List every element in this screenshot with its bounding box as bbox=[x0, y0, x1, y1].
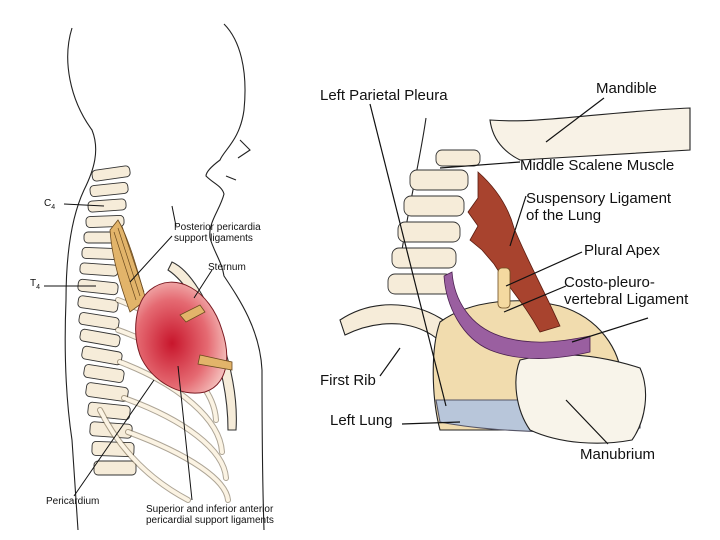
sternum-label: Sternum bbox=[208, 262, 246, 273]
plural-apex-label: Plural Apex bbox=[584, 242, 660, 259]
cervical-spine bbox=[387, 149, 481, 295]
suspensory-ligament-label: Suspensory Ligament of the Lung bbox=[526, 190, 672, 224]
first-rib-label: First Rib bbox=[320, 372, 376, 389]
manubrium-label: Manubrium bbox=[580, 446, 656, 463]
c4-label: C4 bbox=[44, 198, 56, 211]
mandible-bone bbox=[489, 107, 691, 161]
spine bbox=[77, 165, 137, 476]
t4-label: T4 bbox=[30, 278, 41, 291]
anterior-ligaments bbox=[179, 304, 233, 371]
pericardium-label: Pericardium bbox=[46, 496, 100, 507]
posterior-ligaments bbox=[109, 219, 147, 313]
body-outline bbox=[64, 23, 265, 531]
right-figure bbox=[339, 97, 691, 445]
left-parietal-pleura-label: Left Parietal Pleura bbox=[320, 87, 448, 104]
scalene-muscle bbox=[467, 171, 561, 333]
left-lung-label: Left Lung bbox=[330, 412, 393, 429]
mandible-label: Mandible bbox=[596, 80, 657, 97]
anterior-ligaments-label: Superior and inferior anterior pericardi… bbox=[146, 504, 274, 526]
costo-pleuro-vertebral-ligament bbox=[443, 271, 591, 359]
left-figure bbox=[44, 23, 265, 531]
middle-scalene-muscle-label: Middle Scalene Muscle bbox=[520, 157, 675, 174]
costo-pleuro-vertebral-label: Costo-pleuro- vertebral Ligament bbox=[564, 274, 689, 308]
manubrium-bone bbox=[515, 354, 647, 444]
suspensory-ligament bbox=[497, 267, 511, 309]
posterior-pericardia-label: Posterior pericardia support ligaments bbox=[174, 222, 261, 244]
